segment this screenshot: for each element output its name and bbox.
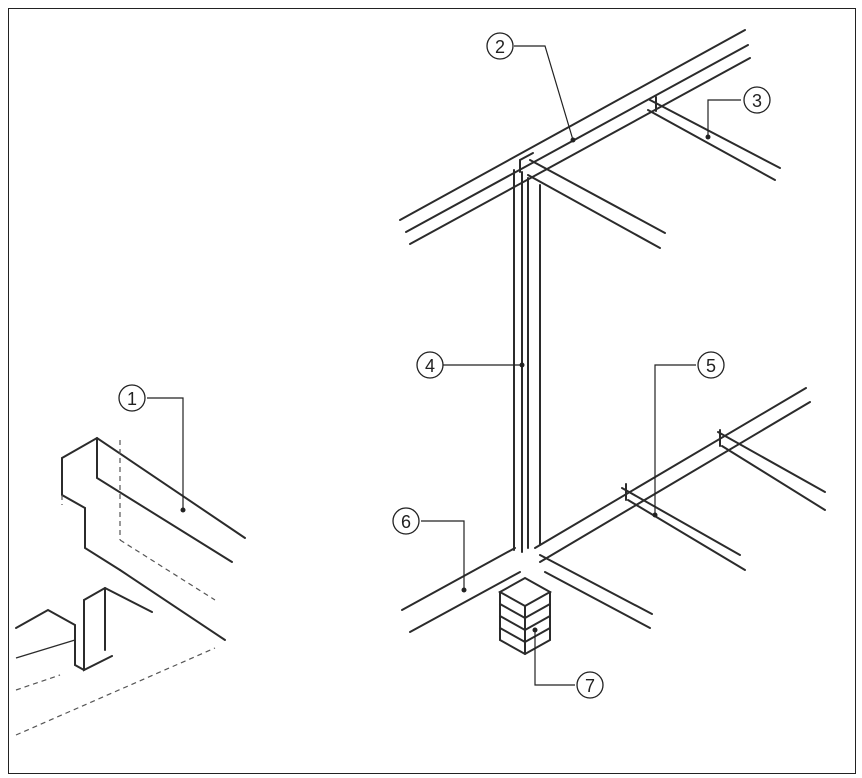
- callout-4: 4: [416, 351, 444, 379]
- callout-1-label: 1: [127, 389, 137, 409]
- callout-5: 5: [697, 351, 725, 379]
- upper-beam-frame: [399, 29, 781, 249]
- callout-1: 1: [118, 384, 146, 412]
- callout-6: 6: [392, 507, 420, 535]
- callout-6-label: 6: [401, 512, 411, 532]
- roof-edge-detail: [15, 436, 246, 736]
- callout-7-label: 7: [585, 676, 595, 696]
- lower-beam-frame: [401, 387, 826, 633]
- leader-lines: [147, 45, 741, 686]
- callout-2-label: 2: [495, 37, 505, 57]
- column-footing: [497, 576, 553, 656]
- diagram-frame: [8, 8, 856, 774]
- callout-4-label: 4: [425, 356, 435, 376]
- callout-3-label: 3: [752, 91, 762, 111]
- callout-7: 7: [576, 671, 604, 699]
- callout-5-label: 5: [706, 356, 716, 376]
- callout-2: 2: [486, 32, 514, 60]
- callout-3: 3: [743, 86, 771, 114]
- column: [513, 169, 541, 553]
